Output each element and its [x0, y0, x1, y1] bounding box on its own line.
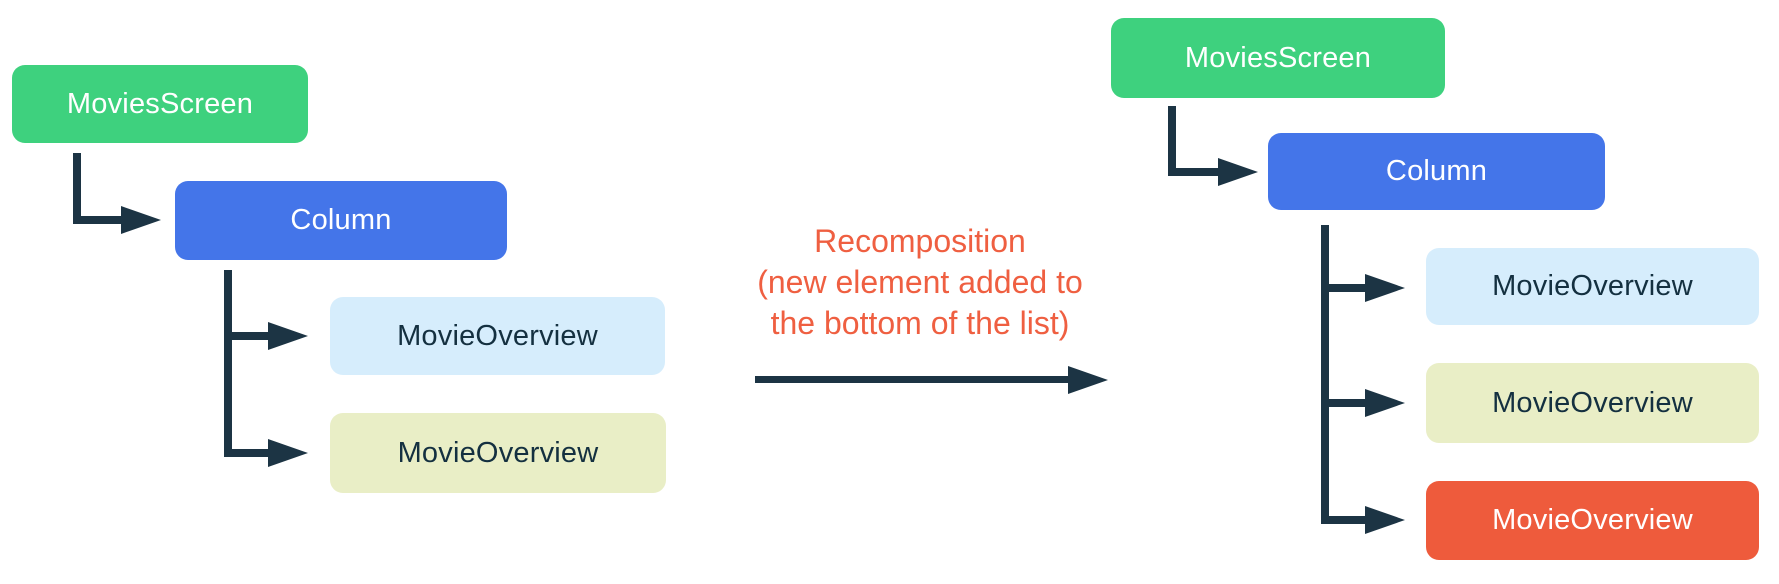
- arrowhead-icon: [1068, 366, 1108, 394]
- connector-segment: [1168, 106, 1176, 176]
- arrowhead-icon: [1365, 274, 1405, 302]
- arrowhead-icon: [1365, 389, 1405, 417]
- connector-segment: [224, 449, 268, 457]
- connector-segment: [224, 332, 268, 340]
- node-movieoverview-after-2: MovieOverview: [1426, 363, 1759, 443]
- annotation-text: Recomposition (new element added to the …: [640, 221, 1200, 344]
- arrowhead-icon: [268, 322, 308, 350]
- connector-segment: [755, 376, 1068, 383]
- node-moviesscreen-after: MoviesScreen: [1111, 18, 1445, 98]
- arrowhead-icon: [1218, 158, 1258, 186]
- connector-segment: [224, 270, 232, 457]
- node-movieoverview-after-1: MovieOverview: [1426, 248, 1759, 325]
- annotation-line-2: (new element added to: [757, 264, 1083, 300]
- node-movieoverview-before-2: MovieOverview: [330, 413, 666, 493]
- connector-segment: [1321, 516, 1365, 524]
- connector-segment: [1321, 284, 1365, 292]
- arrowhead-icon: [268, 439, 308, 467]
- arrowhead-icon: [121, 206, 161, 234]
- node-column-before: Column: [175, 181, 507, 260]
- annotation-line-1: Recomposition: [814, 223, 1026, 259]
- arrowhead-icon: [1365, 506, 1405, 534]
- connector-segment: [1168, 168, 1218, 176]
- node-movieoverview-after-new: MovieOverview: [1426, 481, 1759, 560]
- connector-segment: [73, 216, 121, 224]
- node-movieoverview-before-1: MovieOverview: [330, 297, 665, 375]
- node-column-after: Column: [1268, 133, 1605, 210]
- connector-segment: [1321, 225, 1329, 524]
- annotation-line-3: the bottom of the list): [770, 305, 1070, 341]
- node-moviesscreen-before: MoviesScreen: [12, 65, 308, 143]
- connector-segment: [1321, 399, 1365, 407]
- connector-segment: [73, 153, 81, 224]
